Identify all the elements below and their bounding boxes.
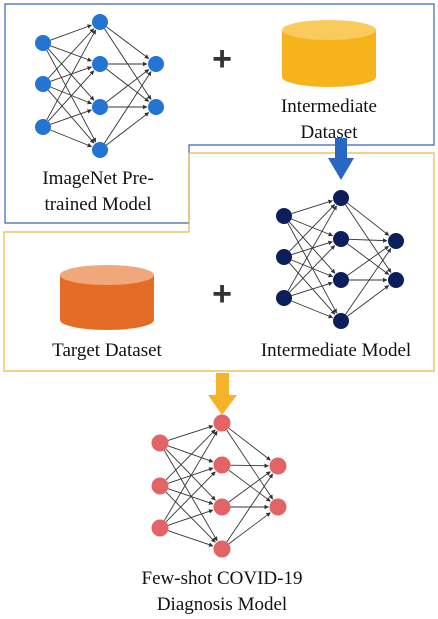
- network-node: [333, 313, 349, 329]
- network-node: [213, 414, 231, 432]
- network-edge: [230, 463, 269, 469]
- network-edge: [348, 238, 388, 243]
- intermediate-dataset-cylinder-icon: [282, 20, 376, 87]
- imagenet-stage-box: [4, 3, 435, 224]
- network-node: [213, 498, 231, 516]
- network-edge: [347, 245, 390, 276]
- imagenet-model-label-line1: ImageNet Pre-: [42, 168, 153, 189]
- intermediate-dataset-label-line1: Intermediate: [281, 96, 377, 117]
- network-edge: [106, 26, 150, 59]
- network-edge: [226, 429, 274, 500]
- network-edge: [228, 469, 271, 502]
- network-node: [92, 56, 108, 72]
- network-edge: [165, 471, 216, 523]
- network-node: [269, 457, 287, 475]
- network-node: [151, 477, 169, 495]
- network-node: [92, 14, 108, 30]
- network-edge: [50, 129, 93, 148]
- network-edge: [291, 300, 334, 319]
- network-edge: [106, 68, 150, 102]
- network-edge: [106, 112, 150, 146]
- network-node: [333, 231, 349, 247]
- network-node: [148, 56, 164, 72]
- network-edge: [291, 218, 334, 237]
- network-node: [388, 233, 404, 249]
- network-edge: [291, 259, 334, 278]
- network-node: [276, 208, 292, 224]
- network-node: [213, 456, 231, 474]
- network-edge: [345, 248, 392, 315]
- network-node: [388, 272, 404, 288]
- network-edge: [50, 86, 93, 105]
- network-edge: [347, 285, 390, 317]
- plus-sign-middle: +: [212, 275, 232, 313]
- network-edge: [288, 262, 336, 315]
- network-edge: [167, 509, 214, 526]
- network-node: [151, 434, 169, 452]
- network-edge: [163, 450, 218, 542]
- network-edge: [226, 473, 274, 543]
- network-edge: [287, 205, 337, 292]
- network-edge: [48, 28, 95, 79]
- network-edge: [347, 202, 390, 236]
- network-node: [92, 99, 108, 115]
- network-edge: [165, 491, 216, 543]
- network-node: [35, 35, 51, 51]
- network-edge: [345, 204, 392, 273]
- network-edge: [288, 221, 336, 274]
- network-edge: [163, 430, 218, 521]
- network-edge: [50, 109, 92, 125]
- intermediate-model-label: Intermediate Model: [261, 340, 411, 361]
- network-edge: [291, 199, 333, 215]
- network-node: [35, 76, 51, 92]
- network-edge: [228, 471, 271, 503]
- network-node: [276, 290, 292, 306]
- target-dataset-cylinder-icon: [60, 265, 154, 330]
- plus-sign-top: +: [212, 40, 232, 78]
- imagenet-pretrained-network: [35, 14, 164, 158]
- imagenet-model-label-line2: trained Model: [44, 194, 151, 215]
- network-edge: [47, 89, 95, 144]
- network-edge: [167, 530, 214, 547]
- intermediate-model-network: [276, 190, 404, 329]
- network-node: [333, 272, 349, 288]
- network-edge: [50, 24, 92, 41]
- blue-down-arrow-icon: [328, 138, 354, 180]
- network-node: [333, 190, 349, 206]
- network-edge: [48, 70, 95, 122]
- network-edge: [50, 66, 92, 82]
- network-node: [151, 519, 169, 537]
- network-edge: [228, 512, 271, 545]
- network-edge: [103, 71, 152, 144]
- network-edge: [167, 425, 214, 441]
- network-node: [148, 99, 164, 115]
- yellow-down-arrow-icon: [208, 373, 237, 415]
- network-edge: [106, 69, 150, 103]
- network-edge: [165, 448, 216, 501]
- network-node: [276, 249, 292, 265]
- few-shot-covid-network: [151, 414, 287, 558]
- network-node: [92, 142, 108, 158]
- network-node: [213, 540, 231, 558]
- intermediate-stage-box: [3, 152, 435, 372]
- few-shot-model-label-line1: Few-shot COVID-19: [142, 568, 303, 589]
- network-edge: [167, 488, 214, 505]
- intermediate-dataset-label-line2: Dataset: [301, 122, 359, 143]
- network-edge: [46, 29, 97, 121]
- network-edge: [167, 445, 214, 463]
- network-edge: [291, 281, 333, 297]
- network-edge: [289, 245, 336, 293]
- network-edge: [228, 427, 271, 461]
- network-edge: [165, 429, 216, 481]
- few-shot-model-label-line2: Diagnosis Model: [157, 594, 287, 615]
- network-node: [35, 119, 51, 135]
- network-node: [269, 498, 287, 516]
- target-dataset-label: Target Dataset: [52, 340, 162, 361]
- network-edge: [347, 243, 390, 275]
- network-edge: [289, 204, 336, 252]
